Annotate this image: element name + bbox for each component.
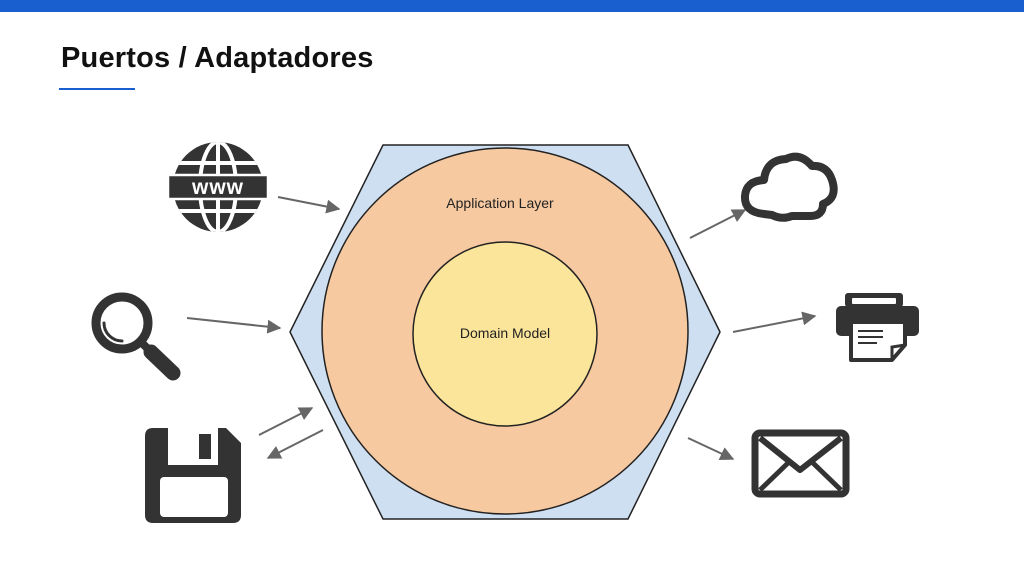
envelope-mail-icon [751,429,850,498]
slide-title: Puertos / Adaptadores [61,42,374,74]
arrow-app-to-mail [687,437,735,461]
domain-model-circle [412,241,598,427]
arrow-app-to-printer [732,311,817,333]
title-underline [59,88,135,90]
printer-icon [836,293,919,362]
globe-www-text: www [191,176,244,199]
domain-model-label: Domain Model [460,325,550,341]
floppy-disk-icon [145,428,241,523]
application-layer-label: Application Layer [446,195,554,211]
magnifier-search-icon [91,292,181,381]
arrow-storage-to-app [258,407,314,436]
arrow-app-to-cloud [689,209,747,239]
arrow-www-to-app [277,196,341,214]
arrow-search-to-app [186,317,282,334]
globe-www-icon: www [166,142,270,232]
cloud-icon [740,152,838,222]
arrow-app-to-storage [266,429,324,459]
top-accent-bar [0,0,1024,12]
